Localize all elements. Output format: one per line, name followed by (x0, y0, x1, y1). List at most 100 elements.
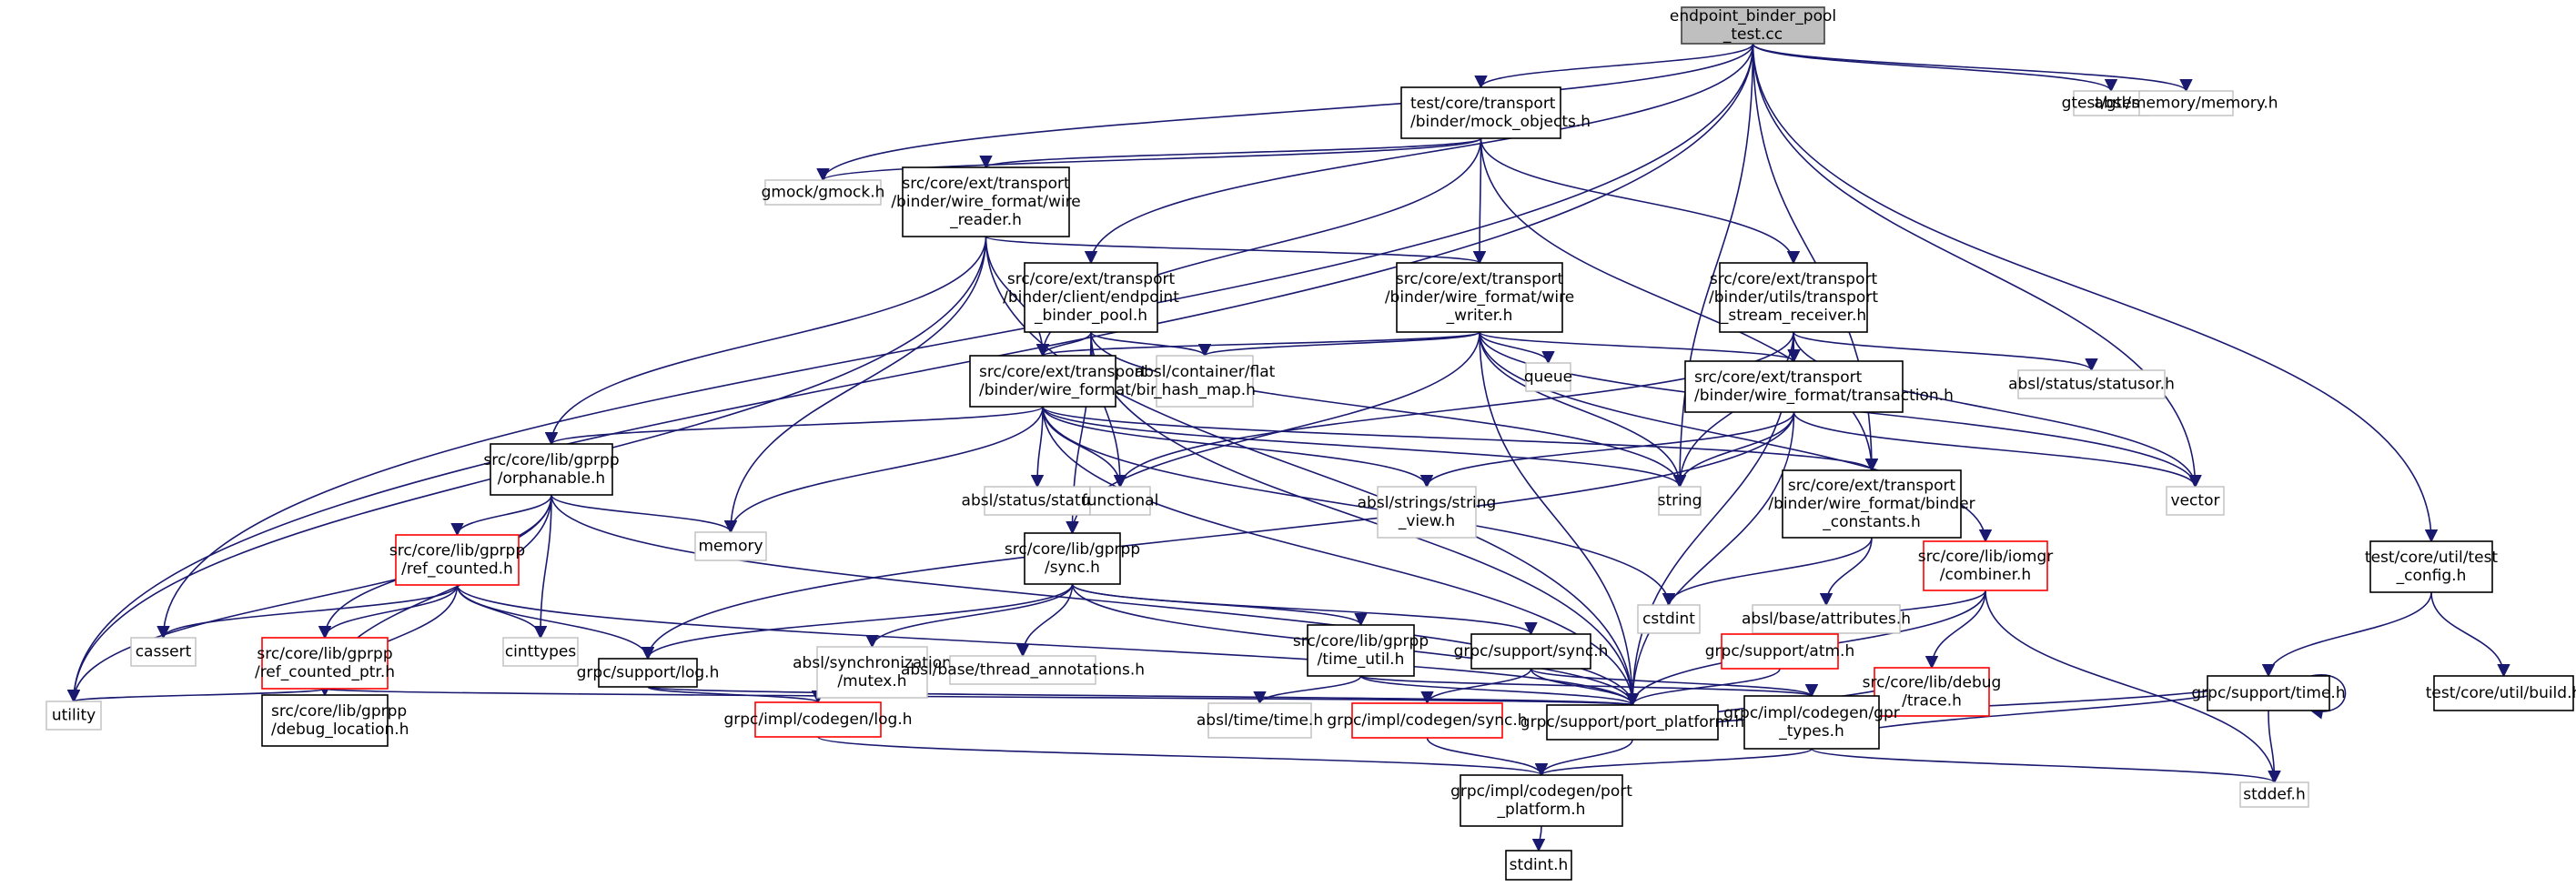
node-label: vector (2171, 492, 2220, 510)
node-statusor: absl/status/statusor.h (2008, 369, 2175, 399)
node-build[interactable]: test/core/util/build.h (2426, 675, 2576, 711)
node-label: /trace.h (1902, 692, 1962, 711)
node-box (1396, 262, 1563, 333)
node-label: /binder/utils/transport (1709, 288, 1878, 307)
dependency-edge (2430, 591, 2510, 678)
node-box (490, 443, 613, 496)
node-port-platform[interactable]: grpc/support/port_platform.h (1520, 704, 1744, 741)
node-label: /sync.h (1045, 559, 1100, 577)
node-binder-h[interactable]: src/core/ext/transport/binder/wire_forma… (969, 355, 1199, 408)
dependency-edge (1479, 331, 1687, 489)
dependency-edge (1359, 675, 1639, 707)
dependency-edge (1752, 43, 2193, 93)
node-box (598, 658, 698, 688)
node-ref-counted[interactable]: src/core/lib/gprpp/ref_counted.h (389, 534, 525, 586)
node-box (45, 701, 102, 731)
node-transaction[interactable]: src/core/ext/transport/binder/wire_forma… (1684, 360, 1954, 413)
dependency-edge (2261, 591, 2432, 678)
node-wire-reader[interactable]: src/core/ext/transport/binder/wire_forma… (891, 166, 1081, 237)
node-box (694, 531, 767, 561)
dependency-edge (318, 584, 459, 640)
dependency-edge (1480, 137, 1801, 265)
node-label: test/core/transport (1410, 95, 1556, 113)
node-label: /mutex.h (837, 672, 906, 690)
dependency-edge (865, 583, 1074, 649)
node-stdint[interactable]: stdint.h (1505, 850, 1572, 881)
node-label: grpc/support/sync.h (1454, 642, 1609, 660)
node-gpr-types[interactable]: grpc/impl/codegen/gpr_types.h (1723, 695, 1900, 750)
node-label: /time_util.h (1318, 650, 1405, 669)
dependency-edge (157, 43, 1754, 640)
dependency-edge (816, 137, 1482, 182)
node-transport-stream-receiver[interactable]: src/core/ext/transport/binder/utils/tran… (1709, 262, 1878, 333)
node-label: src/core/lib/iomgr (1918, 548, 2054, 566)
node-combiner[interactable]: src/core/lib/iomgr/combiner.h (1918, 540, 2054, 591)
dependency-edge (1672, 411, 1795, 489)
node-box (1752, 604, 1901, 634)
node-sync-h[interactable]: src/core/lib/gprpp/sync.h (1005, 532, 1140, 585)
node-label: _stream_receiver.h (1720, 307, 1866, 325)
node-codegen-sync[interactable]: grpc/impl/codegen/sync.h (1327, 702, 1528, 739)
dependency-edge (1985, 590, 2281, 784)
node-label: /binder/wire_format/transaction.h (1694, 387, 1954, 405)
dependency-edge (985, 236, 1050, 358)
node-gtest: gtest/gtest.h (2062, 90, 2160, 116)
node-label: absl/time/time.h (1197, 711, 1323, 730)
dependency-edge (1752, 43, 2202, 489)
node-endpoint-binder-pool[interactable]: src/core/ext/transport/binder/client/end… (1003, 262, 1179, 333)
node-time-h: absl/time/time.h (1197, 702, 1323, 739)
dependency-edge (1535, 748, 1813, 777)
dependency-edge (985, 236, 1486, 265)
node-box (1207, 702, 1312, 739)
dependency-edge (1419, 411, 1795, 489)
node-mock-objects[interactable]: test/core/transport/binder/mock_objects.… (1400, 86, 1591, 139)
node-root[interactable]: endpoint_binder_pool_test.cc (1670, 6, 1836, 45)
node-label: /binder/wire_format/binder (1768, 495, 1975, 513)
dependency-edge (1672, 43, 1754, 489)
node-test-config[interactable]: test/core/util/test_config.h (2365, 540, 2499, 593)
dependency-edge (723, 406, 1044, 534)
node-label: src/core/ext/transport (1396, 270, 1564, 288)
node-codegen-port-platform[interactable]: grpc/impl/codegen/port_platform.h (1450, 774, 1632, 827)
node-label: src/core/ext/transport (1007, 270, 1176, 288)
dependency-edge (1819, 537, 1873, 607)
node-box (1743, 695, 1880, 750)
node-codegen-log[interactable]: grpc/impl/codegen/log.h (723, 701, 913, 738)
node-box (764, 179, 882, 206)
node-box (2433, 675, 2574, 711)
node-ref-counted-ptr[interactable]: src/core/lib/gprpp/ref_counted_ptr.h (255, 637, 395, 690)
node-absl-memory: absl/memory/memory.h (2094, 90, 2278, 116)
node-box (2166, 486, 2225, 516)
node-trace[interactable]: src/core/lib/debug/trace.h (1863, 667, 2002, 717)
dependency-edge (456, 584, 548, 640)
node-cinttypes: cinttypes (502, 637, 579, 667)
node-debug-location[interactable]: src/core/lib/gprpp/debug_location.h (261, 694, 409, 747)
node-label: grpc/support/atm.h (1705, 642, 1854, 660)
node-stddef: stddef.h (2239, 781, 2309, 808)
node-binder-constants[interactable]: src/core/ext/transport/binder/wire_forma… (1768, 469, 1975, 539)
node-label: /combiner.h (1940, 566, 2031, 584)
node-box (1782, 469, 1962, 539)
dependency-edge (1474, 43, 1754, 89)
node-box (1658, 486, 1702, 516)
node-box (1351, 702, 1503, 739)
node-box (1637, 604, 1701, 634)
node-box (395, 534, 520, 586)
node-support-log[interactable]: grpc/support/log.h (577, 658, 720, 688)
node-support-sync[interactable]: grpc/support/sync.h (1454, 633, 1609, 670)
node-box (902, 166, 1070, 237)
dependency-edge (817, 736, 1548, 777)
dependency-edge (1472, 137, 1487, 265)
dependency-edge (66, 494, 552, 703)
node-label: /ref_counted.h (401, 560, 513, 579)
node-atm[interactable]: grpc/support/atm.h (1705, 633, 1854, 670)
node-box (1719, 262, 1868, 333)
dependency-edge (1015, 583, 1074, 658)
node-wire-writer[interactable]: src/core/ext/transport/binder/wire_forma… (1385, 262, 1574, 333)
dependency-edge (1042, 406, 1686, 489)
node-time-util[interactable]: src/core/lib/gprpp/time_util.h (1293, 624, 1429, 677)
node-label: gmock/gmock.h (762, 184, 885, 202)
node-orphanable[interactable]: src/core/lib/gprpp/orphanable.h (483, 443, 620, 496)
node-box (984, 486, 1091, 516)
node-support-time[interactable]: grpc/support/time.h (2191, 675, 2346, 711)
